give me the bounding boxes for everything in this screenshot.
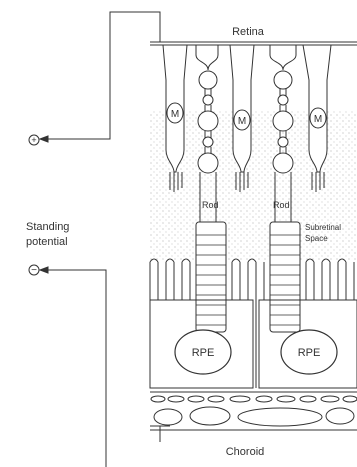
rod-label: Rod — [202, 200, 219, 210]
standing-label-line2: potential — [26, 236, 68, 248]
rpe-label: RPE — [298, 347, 321, 359]
rpe-nucleus: RPE — [281, 330, 337, 374]
rod-label: Rod — [273, 200, 290, 210]
rpe-microvilli — [150, 259, 354, 300]
choroid-label: Choroid — [226, 446, 265, 458]
muller-nucleus: M — [310, 108, 326, 128]
muller-nucleus: M — [234, 110, 250, 130]
minus-sign: − — [31, 265, 37, 276]
muller-nucleus: M — [167, 103, 183, 123]
rpe-label: RPE — [192, 347, 215, 359]
negative-wire — [43, 270, 106, 467]
subretinal-space-label-line1: Subretinal — [305, 223, 341, 232]
subretinal-space-label-line2: Space — [305, 234, 328, 243]
positive-wire — [43, 12, 160, 139]
standing-label-line1: Standing — [26, 221, 69, 233]
negative-arrowhead — [40, 267, 48, 273]
positive-arrowhead — [40, 136, 48, 142]
choroid-layer — [150, 396, 357, 430]
minus-terminal: − — [29, 265, 39, 276]
plus-terminal: + — [29, 135, 39, 145]
retina-label: Retina — [232, 26, 265, 38]
rpe-nucleus: RPE — [175, 330, 231, 374]
muller-label: M — [314, 114, 322, 125]
muller-label: M — [171, 109, 179, 120]
muller-label: M — [238, 116, 246, 127]
plus-sign: + — [31, 135, 36, 145]
